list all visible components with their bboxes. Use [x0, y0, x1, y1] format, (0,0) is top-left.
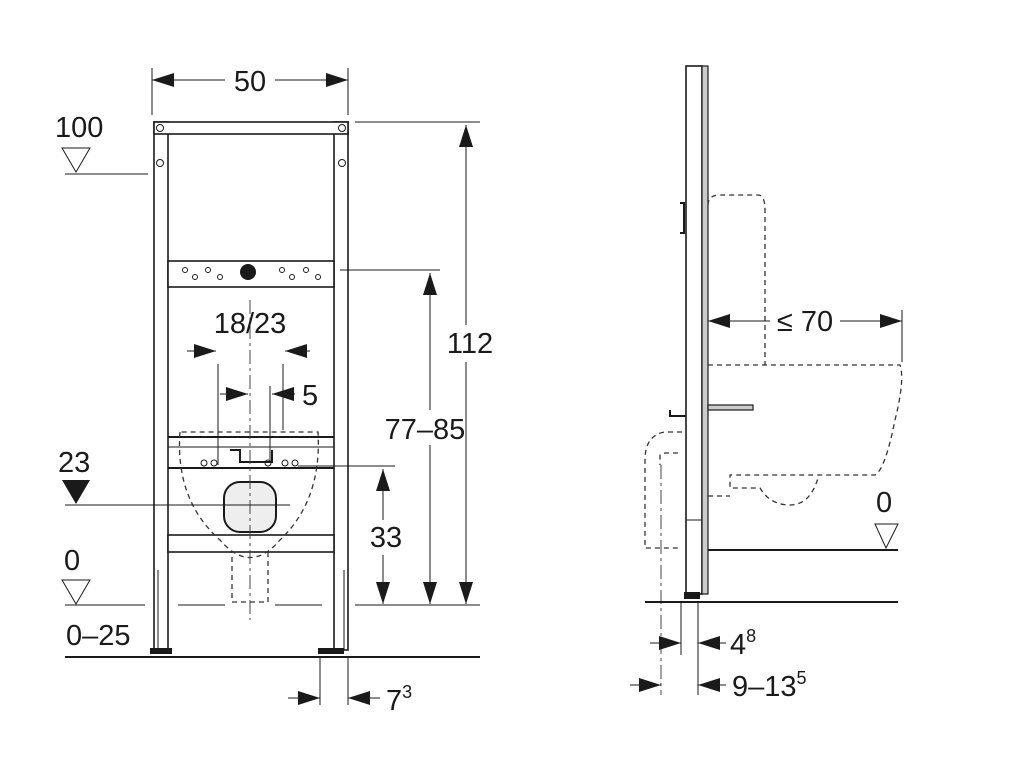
side-level-0-label: 0 [876, 487, 892, 519]
dim-inlet-height: 33 [370, 522, 402, 554]
dim-foot-width: 73 [386, 682, 412, 717]
dim-wall-gap-sup: 5 [797, 668, 807, 688]
width-dimension-lines [151, 68, 349, 115]
side-extension-lines [680, 310, 903, 695]
level-triangle-icon [874, 523, 899, 550]
side-hook [669, 410, 686, 417]
side-bowl-outline [708, 364, 903, 506]
dim-projection: ≤ 70 [777, 306, 833, 338]
cistern-outline [707, 194, 766, 365]
dim-offset: 5 [302, 380, 318, 412]
dim-total-height: 112 [447, 328, 493, 360]
level-triangle-icon [61, 579, 91, 605]
dim-wall-gap: 9–135 [732, 668, 807, 703]
dim-crossbar-height: 77–85 [385, 414, 466, 446]
level-triangle-icon [61, 147, 91, 173]
right-foot [318, 648, 344, 654]
dim-wall-gap-base: 9–13 [732, 671, 797, 703]
crossbar-holes [182, 267, 321, 280]
level-23-label: 23 [58, 447, 90, 479]
mounting-holes [156, 124, 346, 167]
extension-lines [65, 121, 480, 506]
foot-width-dimension-lines [288, 658, 380, 705]
dim-foot-width-base: 7 [386, 685, 402, 717]
side-view: ≤ 70 0 48 9–135 [630, 65, 903, 703]
mounting-bolt [707, 404, 754, 411]
front-view: 50 100 112 77–85 33 18/23 [55, 66, 493, 717]
right-post [333, 121, 349, 651]
dim-width: 50 [234, 66, 266, 98]
wall-panel [701, 65, 709, 595]
frame-profile [685, 65, 703, 595]
level-filled-triangle-icon [62, 480, 90, 504]
side-bracket [680, 202, 685, 234]
bracket [230, 449, 273, 463]
top-rail [153, 121, 349, 135]
left-post [153, 121, 169, 651]
dim-connection-spacing: 18/23 [214, 308, 287, 340]
crossbar-center-fitting [240, 264, 256, 280]
level-100-label: 100 [55, 112, 103, 144]
dim-foot-adjust: 0–25 [66, 620, 131, 652]
dim-foot-width-sup: 3 [402, 682, 412, 702]
dim-depth: 48 [730, 626, 756, 661]
side-foot [684, 592, 700, 599]
level-0-label: 0 [64, 545, 80, 577]
lower-rails [167, 436, 335, 553]
rail-holes [200, 459, 299, 467]
left-foot [150, 648, 172, 654]
dim-depth-sup: 8 [746, 626, 756, 646]
dim-depth-base: 4 [730, 629, 746, 661]
drain-bend-inner [659, 452, 678, 465]
drain-bend-outline [644, 431, 682, 549]
